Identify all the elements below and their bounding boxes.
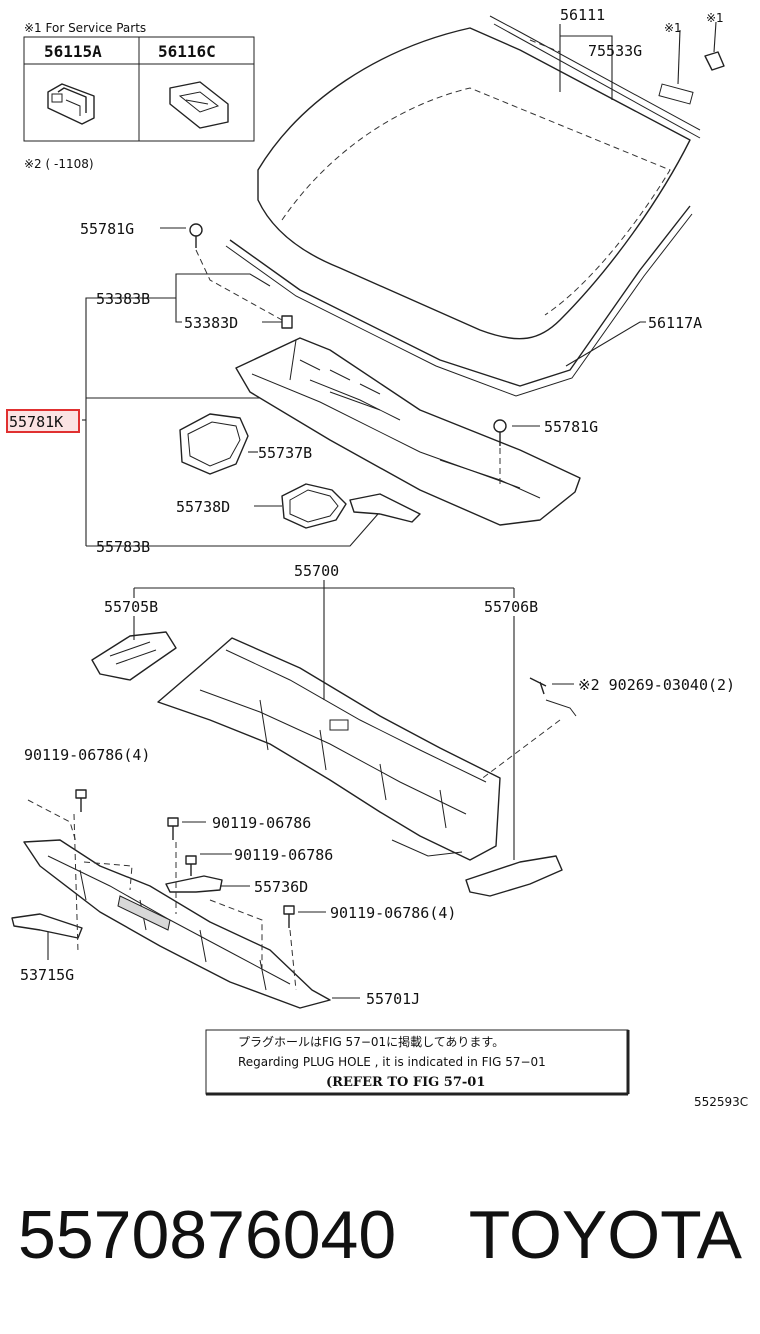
info-line-english: Regarding PLUG HOLE , it is indicated in… xyxy=(238,1055,546,1069)
bolt-90119-group-b xyxy=(283,905,295,928)
label-55701j: 55701J xyxy=(366,990,420,1008)
info-box: プラグホールはFIG 57−01に掲載してあります。 Regarding PLU… xyxy=(205,1029,630,1096)
info-line-japanese: プラグホールはFIG 57−01に掲載してあります。 xyxy=(238,1034,504,1049)
label-56117a: 56117A xyxy=(648,314,702,332)
bolt-90119-c xyxy=(185,855,197,876)
windshield-molding-56117a xyxy=(229,205,691,387)
label-90269: ※2 90269-03040(2) xyxy=(578,676,735,694)
bracket-55783b xyxy=(349,493,421,523)
service-parts-table: ※1 For Service Parts 56115A 56116C xyxy=(23,21,255,142)
leader-lines xyxy=(47,24,646,999)
footer-part-number: 5570876040 xyxy=(18,1197,397,1273)
lower-cowl-panel-55701j xyxy=(23,839,331,1009)
service-part-56115a: 56115A xyxy=(44,42,102,61)
info-line-refer: (REFER TO FIG 57-01 xyxy=(326,1075,485,1090)
label-55705b: 55705B xyxy=(104,598,158,616)
label-55781g-right: 55781G xyxy=(544,418,598,436)
bracket-55736d xyxy=(165,875,223,893)
bracket-55706b xyxy=(465,855,563,897)
fastener-90269 xyxy=(529,677,547,695)
label-55706b: 55706B xyxy=(484,598,538,616)
note-mark1-a: ※1 xyxy=(664,21,682,35)
label-53383b: 53383B xyxy=(96,290,150,308)
windshield-glass xyxy=(257,15,701,340)
label-90119-4a: 90119-06786(4) xyxy=(24,746,150,764)
cowl-panel-55700 xyxy=(157,637,501,861)
label-56111: 56111 xyxy=(560,6,605,24)
note-mark1-b: ※1 xyxy=(706,11,724,25)
footer-caption: 5570876040 TOYOTA xyxy=(0,1190,760,1280)
label-53715g: 53715G xyxy=(20,966,74,984)
cowl-top-ventilator-louver xyxy=(235,337,581,526)
label-55781g-top: 55781G xyxy=(80,220,134,238)
bolt-90119-group-a xyxy=(75,789,87,812)
label-75533g: 75533G xyxy=(588,42,642,60)
footer-brand: TOYOTA xyxy=(468,1197,742,1273)
bracket-55705b xyxy=(91,631,177,681)
label-55781k: 55781K xyxy=(9,413,63,431)
label-55783b: 55783B xyxy=(96,538,150,556)
label-55700: 55700 xyxy=(294,562,339,580)
bolt-90119-b xyxy=(167,817,179,840)
service-parts-title: ※1 For Service Parts xyxy=(24,21,146,35)
label-90119-b: 90119-06786 xyxy=(212,814,311,832)
bracket-53715g xyxy=(11,913,83,939)
label-55736d: 55736D xyxy=(254,878,308,896)
fastener-55781g-right xyxy=(493,419,507,446)
clip-56115a-illustration xyxy=(47,83,95,125)
seal-55737b xyxy=(179,413,249,475)
highlight-box-55781k xyxy=(6,409,80,433)
service-part-56116c: 56116C xyxy=(158,42,216,61)
fastener-53383d xyxy=(281,315,293,329)
label-90119-c: 90119-06786 xyxy=(234,846,333,864)
label-90119-4b: 90119-06786(4) xyxy=(330,904,456,922)
label-53383d: 53383D xyxy=(184,314,238,332)
label-55738d: 55738D xyxy=(176,498,230,516)
label-55737b: 55737B xyxy=(258,444,312,462)
fastener-55781g-top xyxy=(189,223,203,248)
pad-56116c-illustration xyxy=(169,81,229,129)
diagram-id: 552593C xyxy=(694,1095,748,1109)
seal-55738d xyxy=(281,483,347,529)
clip-mark1-items xyxy=(658,21,725,105)
note-mark2-range: ※2 ( -1108) xyxy=(24,157,94,171)
